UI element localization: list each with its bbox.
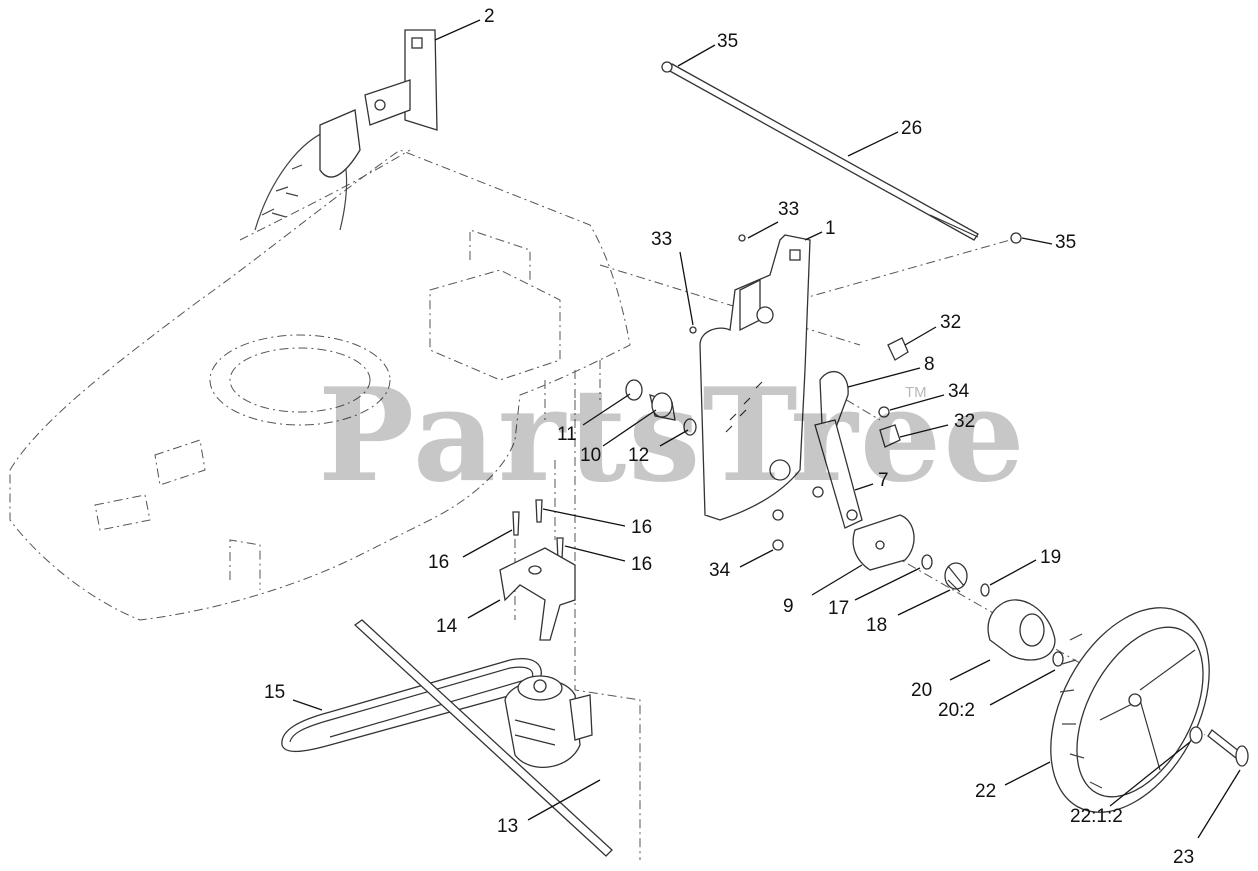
callout-1: 1 bbox=[825, 218, 836, 239]
part-32-cap-upper bbox=[887, 337, 909, 361]
callout-22-1-2: 22:1:2 bbox=[1070, 806, 1123, 827]
part-11-washer bbox=[625, 379, 643, 401]
callout-22: 22 bbox=[975, 781, 996, 802]
leader-14 bbox=[467, 599, 501, 619]
leader-11 bbox=[582, 393, 631, 426]
part-23-bolt bbox=[1207, 729, 1249, 767]
leader-15 bbox=[292, 699, 323, 711]
callout-32-lower: 32 bbox=[954, 411, 975, 432]
callout-2: 2 bbox=[484, 6, 495, 27]
callout-17: 17 bbox=[828, 598, 849, 619]
leader-18 bbox=[897, 589, 951, 616]
leader-16-mid bbox=[542, 508, 626, 527]
callout-9: 9 bbox=[783, 596, 794, 617]
leader-lines bbox=[292, 19, 1241, 839]
leader-35-right bbox=[1021, 237, 1053, 245]
callout-labels: 2 35 26 33 1 33 35 32 8 34 32 11 10 12 7… bbox=[264, 6, 1194, 868]
part-13-transmission bbox=[353, 619, 613, 857]
callout-15: 15 bbox=[264, 682, 285, 703]
callout-12: 12 bbox=[628, 445, 649, 466]
leader-16-left bbox=[462, 529, 513, 558]
leader-9 bbox=[811, 564, 863, 596]
part-7-lever-arm bbox=[814, 419, 863, 529]
callout-10: 10 bbox=[580, 445, 601, 466]
part-22-wheel bbox=[1050, 607, 1210, 813]
leader-16-right bbox=[564, 545, 626, 562]
part-18-gear bbox=[944, 562, 968, 593]
callout-11: 11 bbox=[557, 424, 577, 445]
callout-33-lower: 33 bbox=[651, 229, 672, 250]
part-15-belt bbox=[281, 658, 542, 753]
leader-1 bbox=[804, 231, 823, 241]
leader-23 bbox=[1197, 769, 1241, 839]
leader-7 bbox=[854, 483, 874, 491]
part-34-nuts bbox=[772, 406, 890, 551]
leader-17 bbox=[854, 567, 921, 601]
leader-32-lower bbox=[899, 424, 949, 438]
part-17-washer bbox=[921, 554, 933, 570]
callout-32-upper: 32 bbox=[940, 312, 961, 333]
leader-13 bbox=[527, 779, 601, 821]
watermark-trademark: TM bbox=[905, 384, 927, 401]
callout-8: 8 bbox=[924, 354, 935, 375]
leader-35-top bbox=[677, 44, 716, 67]
callout-16-mid: 16 bbox=[631, 517, 652, 538]
watermark-text: PartsTree bbox=[318, 361, 1027, 511]
callout-34-upper: 34 bbox=[948, 381, 970, 402]
leader-20-2 bbox=[989, 669, 1056, 706]
part-9-pivot-plate bbox=[852, 514, 915, 571]
leader-34-upper bbox=[889, 394, 945, 411]
leader-22 bbox=[1004, 761, 1051, 786]
callout-13: 13 bbox=[497, 816, 518, 837]
callout-33-upper: 33 bbox=[778, 199, 799, 220]
callout-26: 26 bbox=[901, 118, 922, 139]
part-19-ring bbox=[980, 583, 990, 597]
part-35-screw-top bbox=[661, 61, 673, 73]
leader-19 bbox=[989, 559, 1037, 586]
leader-12 bbox=[659, 429, 689, 447]
leader-20 bbox=[949, 659, 991, 681]
part-26-rod bbox=[667, 63, 979, 241]
callout-23: 23 bbox=[1173, 847, 1194, 868]
callout-14: 14 bbox=[436, 616, 458, 637]
callout-20-2: 20:2 bbox=[938, 700, 975, 721]
part-20-hub bbox=[987, 599, 1064, 667]
leader-10 bbox=[602, 409, 657, 447]
callout-35-right: 35 bbox=[1055, 232, 1076, 253]
part-35-screw-right bbox=[1010, 232, 1022, 244]
callout-34-lower: 34 bbox=[709, 560, 731, 581]
part-1-side-plate bbox=[699, 234, 811, 521]
leader-33-upper bbox=[747, 221, 779, 239]
part-10-bushing bbox=[649, 392, 676, 421]
leader-26 bbox=[847, 131, 899, 157]
leader-34-lower bbox=[739, 549, 774, 568]
part-14-bracket bbox=[499, 547, 576, 641]
callout-7: 7 bbox=[878, 470, 889, 491]
callout-35-top: 35 bbox=[717, 31, 738, 52]
part-2-bracket bbox=[319, 29, 438, 178]
leader-33-lower bbox=[679, 251, 694, 326]
leader-22-1-2 bbox=[1109, 741, 1191, 807]
callout-20: 20 bbox=[911, 680, 932, 701]
part-8-lever-knob bbox=[819, 370, 849, 431]
callout-19: 19 bbox=[1040, 547, 1061, 568]
callout-18: 18 bbox=[866, 615, 887, 636]
leader-8 bbox=[847, 367, 921, 388]
callout-16-right: 16 bbox=[631, 554, 652, 575]
part-33-screws bbox=[689, 234, 746, 334]
watermark: PartsTree TM bbox=[318, 361, 1027, 511]
part-32-cap-lower bbox=[879, 424, 901, 448]
leader-32-upper bbox=[904, 326, 937, 346]
leader-2 bbox=[434, 19, 481, 41]
callout-16-left: 16 bbox=[428, 552, 449, 573]
